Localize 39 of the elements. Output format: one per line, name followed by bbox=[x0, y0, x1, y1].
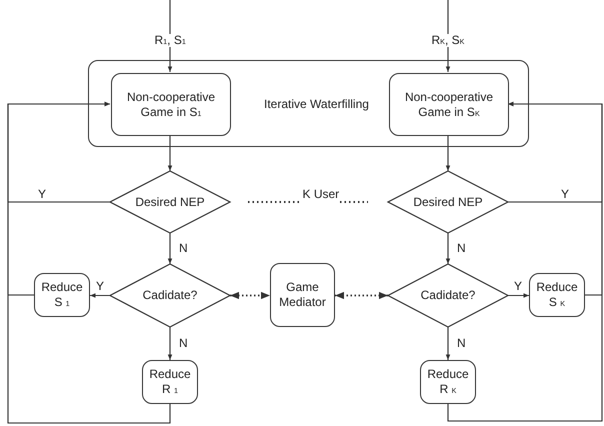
process-box bbox=[270, 263, 335, 327]
arrow bbox=[168, 233, 172, 264]
edge-label: Y bbox=[513, 280, 524, 293]
arrow bbox=[447, 102, 603, 422]
arrow bbox=[446, 233, 450, 264]
edge-label: N bbox=[456, 242, 467, 255]
process-box bbox=[529, 273, 585, 317]
arrow bbox=[168, 327, 172, 360]
node-label: Cadidate? bbox=[142, 288, 198, 303]
decision-diamond bbox=[388, 171, 508, 233]
arrow bbox=[508, 293, 529, 298]
arrow bbox=[7, 102, 171, 424]
arrow bbox=[168, 135, 172, 171]
dotted-arrow bbox=[335, 292, 388, 300]
process-box bbox=[111, 73, 231, 136]
process-box bbox=[142, 360, 198, 404]
edge-label: N bbox=[456, 336, 467, 350]
arrow bbox=[446, 327, 450, 360]
edge-label: Y bbox=[37, 188, 48, 201]
edge-label: Y bbox=[95, 280, 106, 293]
edge-label: Y bbox=[560, 188, 570, 201]
group-box bbox=[88, 60, 529, 147]
process-box bbox=[420, 360, 476, 404]
edge-label: N bbox=[178, 242, 189, 255]
decision-diamond bbox=[110, 171, 230, 233]
process-box bbox=[34, 273, 90, 317]
text-label: K User bbox=[302, 188, 340, 202]
group-title: Iterative Waterfilling bbox=[264, 97, 369, 112]
node-label: Desired NEP bbox=[412, 194, 484, 210]
decision-diamond bbox=[388, 264, 508, 327]
arrow bbox=[90, 293, 110, 298]
node-label: Desired NEP bbox=[134, 194, 206, 210]
dotted-arrow bbox=[230, 292, 270, 300]
node-label: Game Mediator bbox=[278, 280, 327, 310]
edge-label: N bbox=[178, 336, 189, 350]
node-label: Cadidate? bbox=[420, 288, 476, 303]
process-box bbox=[389, 73, 509, 136]
decision-diamond bbox=[110, 264, 230, 327]
arrow bbox=[446, 135, 450, 171]
